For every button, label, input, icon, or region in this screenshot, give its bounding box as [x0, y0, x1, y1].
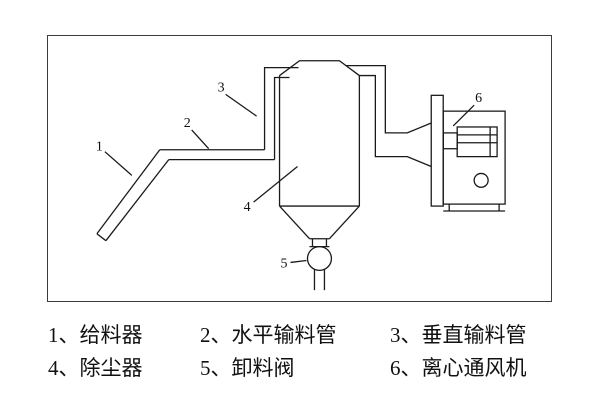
legend-row-1: 1、给料器 2、水平输料管 3、垂直输料管 [48, 320, 568, 351]
legend-item-horizontal-pipe: 2、水平输料管 [200, 323, 337, 347]
callouts: 1 2 3 4 5 6 [96, 80, 482, 271]
leader-line-1 [104, 151, 133, 176]
legend-item-dust-collector: 4、除尘器 [48, 356, 143, 380]
centrifugal-fan [430, 94, 506, 212]
legend-item-discharge-valve: 5、卸料阀 [200, 356, 295, 380]
legend-row-2: 4、除尘器 5、卸料阀 6、离心通风机 [48, 353, 568, 384]
legend-item-centrifugal-fan: 6、离心通风机 [390, 356, 527, 380]
leader-line-5 [290, 259, 307, 264]
leader-line-2 [191, 129, 210, 150]
outlet-duct [346, 65, 432, 168]
leader-line-4 [253, 166, 298, 203]
callout-4: 4 [244, 200, 251, 215]
discharge-valve [306, 245, 333, 291]
dust-collector [278, 60, 361, 248]
vertical-pipe [263, 66, 299, 160]
legend-item-vertical-pipe: 3、垂直输料管 [390, 323, 527, 347]
callout-6: 6 [475, 91, 482, 106]
leader-line-6 [452, 104, 475, 127]
horizontal-pipe [159, 149, 275, 161]
callout-2: 2 [184, 116, 191, 131]
leader-lines [104, 93, 475, 264]
diagram-frame: 1 2 3 4 5 6 [47, 35, 552, 302]
leader-line-3 [225, 93, 257, 117]
callout-1: 1 [96, 140, 103, 155]
legend: 1、给料器 2、水平输料管 3、垂直输料管 4、除尘器 5、卸料阀 6、离心通风… [48, 320, 568, 384]
feeder-chute [96, 149, 170, 242]
callout-3: 3 [218, 80, 225, 95]
callout-5: 5 [281, 256, 288, 271]
legend-item-feeder: 1、给料器 [48, 323, 143, 347]
pneumatic-conveying-diagram: 1 2 3 4 5 6 [96, 60, 506, 291]
